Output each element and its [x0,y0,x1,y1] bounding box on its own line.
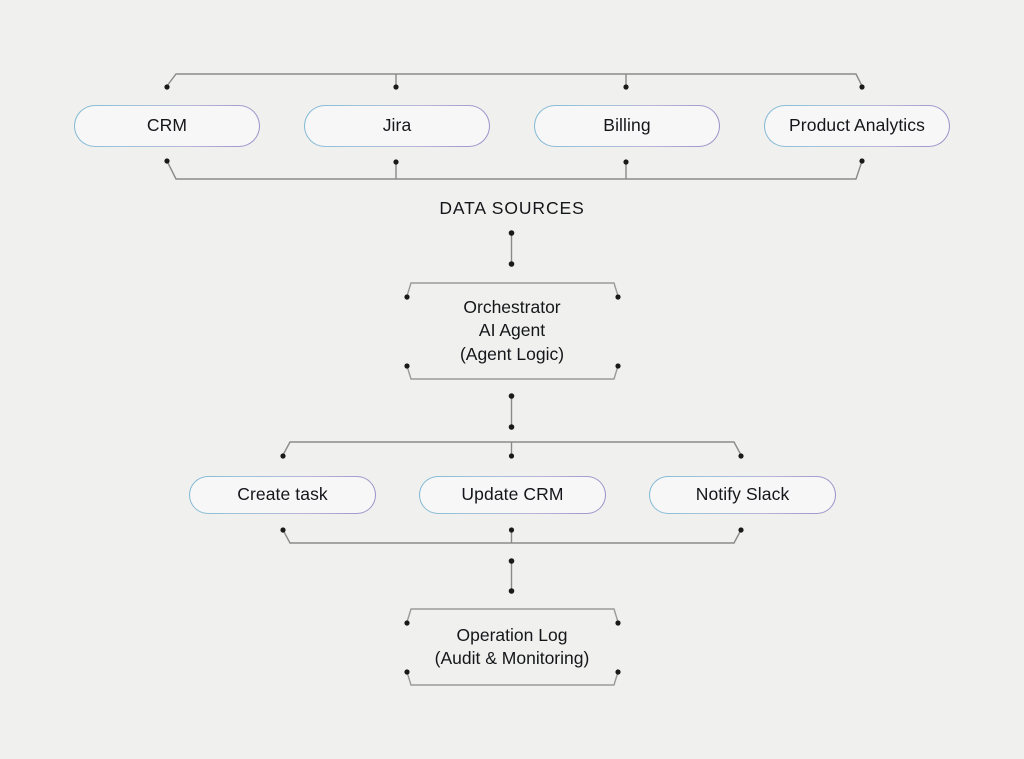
data-source-label: CRM [146,115,188,136]
orchestrator-node[interactable]: Orchestrator AI Agent (Agent Logic) [405,283,619,379]
action-label: Notify Slack [695,484,790,505]
action-node-create-task[interactable]: Create task [189,476,376,514]
action-label: Create task [237,484,328,505]
data-source-label: Product Analytics [789,115,925,136]
data-source-label: Billing [603,115,651,136]
operation-log-line-1: Operation Log [456,624,568,645]
operation-log-line-2: (Audit & Monitoring) [434,648,590,668]
action-node-notify-slack[interactable]: Notify Slack [649,476,836,514]
operation-log-node[interactable]: Operation Log (Audit & Monitoring) [405,609,619,685]
orchestrator-line-1: Orchestrator [463,296,561,317]
data-source-node-crm[interactable]: CRM [74,105,260,147]
edge-data-sources-bottom [166,160,863,180]
data-source-node-product-analytics[interactable]: Product Analytics [764,105,950,147]
edge-data-sources-top [166,73,863,87]
orchestrator-line-3: (Agent Logic) [459,343,565,364]
action-node-update-crm[interactable]: Update CRM [419,476,606,514]
data-sources-caption: DATA SOURCES [439,198,585,218]
data-source-label: Jira [382,115,412,136]
edge-actions-top [282,441,742,456]
connector-endpoints [164,84,865,675]
data-source-node-billing[interactable]: Billing [534,105,720,147]
orchestrator-line-2: AI Agent [478,320,546,341]
edge-actions-bottom [282,529,742,544]
action-label: Update CRM [461,484,564,505]
data-source-node-jira[interactable]: Jira [304,105,490,147]
